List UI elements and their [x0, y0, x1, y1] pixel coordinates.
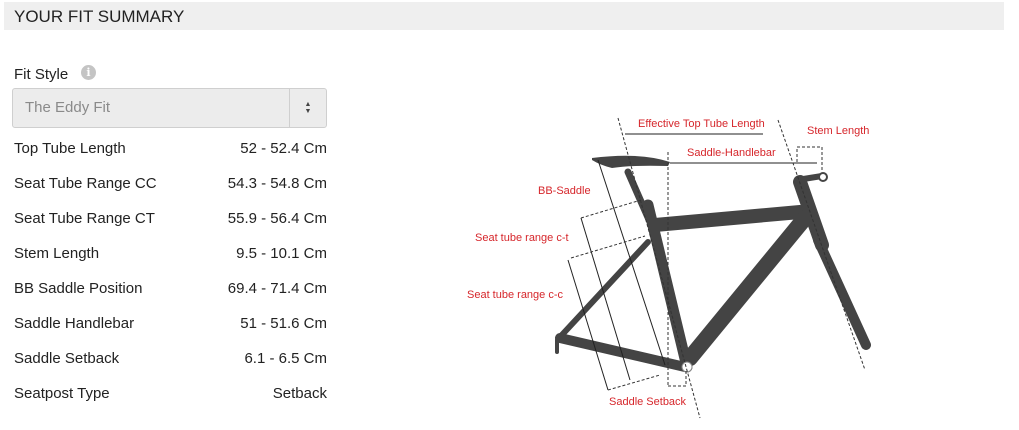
- measurement-row: Saddle Setback 6.1 - 6.5 Cm: [14, 350, 327, 370]
- info-icon[interactable]: i: [81, 65, 96, 80]
- measurement-row: Seat Tube Range CC 54.3 - 54.8 Cm: [14, 175, 327, 195]
- bike-frame: [555, 168, 871, 373]
- measurement-row: Stem Length 9.5 - 10.1 Cm: [14, 245, 327, 265]
- guide-lines: [570, 117, 866, 419]
- measurement-row: Saddle Handlebar 51 - 51.6 Cm: [14, 315, 327, 335]
- label-setback: Saddle Setback: [609, 396, 687, 408]
- label-stem: Stem Length: [807, 125, 870, 137]
- measurement-row: BB Saddle Position 69.4 - 71.4 Cm: [14, 280, 327, 300]
- measurement-row: Seatpost Type Setback: [14, 385, 327, 405]
- measurement-row: Seat Tube Range CT 55.9 - 56.4 Cm: [14, 210, 327, 230]
- measurement-value: 51 - 51.6 Cm: [240, 315, 327, 332]
- fit-style-value: The Eddy Fit: [25, 99, 111, 116]
- measurement-label: Stem Length: [14, 245, 100, 262]
- measurement-value: 54.3 - 54.8 Cm: [227, 175, 327, 192]
- fit-style-select[interactable]: The Eddy Fit ▲▼: [12, 88, 327, 128]
- select-arrows-icon: ▲▼: [289, 89, 326, 127]
- label-seat-cc: Seat tube range c-c: [467, 289, 564, 301]
- measurement-label: Saddle Handlebar: [14, 315, 135, 332]
- measurement-value: 55.9 - 56.4 Cm: [227, 210, 327, 227]
- label-bb-saddle: BB-Saddle: [538, 185, 591, 197]
- measurement-label: Top Tube Length: [14, 140, 126, 157]
- measurement-label: Saddle Setback: [14, 350, 120, 367]
- label-saddle-handlebar: Saddle-Handlebar: [687, 147, 776, 159]
- measurement-label: Seat Tube Range CC: [14, 175, 157, 192]
- measurement-label: BB Saddle Position: [14, 280, 143, 297]
- label-seat-ct: Seat tube range c-t: [475, 232, 569, 244]
- measurement-value: 69.4 - 71.4 Cm: [227, 280, 327, 297]
- section-title: YOUR FIT SUMMARY: [14, 7, 185, 26]
- measurement-value: 52 - 52.4 Cm: [240, 140, 327, 157]
- fit-style-label: Fit Style: [14, 66, 69, 83]
- measurement-value: 6.1 - 6.5 Cm: [244, 350, 327, 367]
- measurement-value: Setback: [272, 385, 327, 402]
- measurement-value: 9.5 - 10.1 Cm: [236, 245, 327, 262]
- measurement-label: Seatpost Type: [14, 385, 110, 402]
- section-header: YOUR FIT SUMMARY: [4, 2, 1004, 30]
- label-top-tube: Effective Top Tube Length: [638, 118, 765, 130]
- measurement-row: Top Tube Length 52 - 52.4 Cm: [14, 140, 327, 160]
- measurement-label: Seat Tube Range CT: [14, 210, 155, 227]
